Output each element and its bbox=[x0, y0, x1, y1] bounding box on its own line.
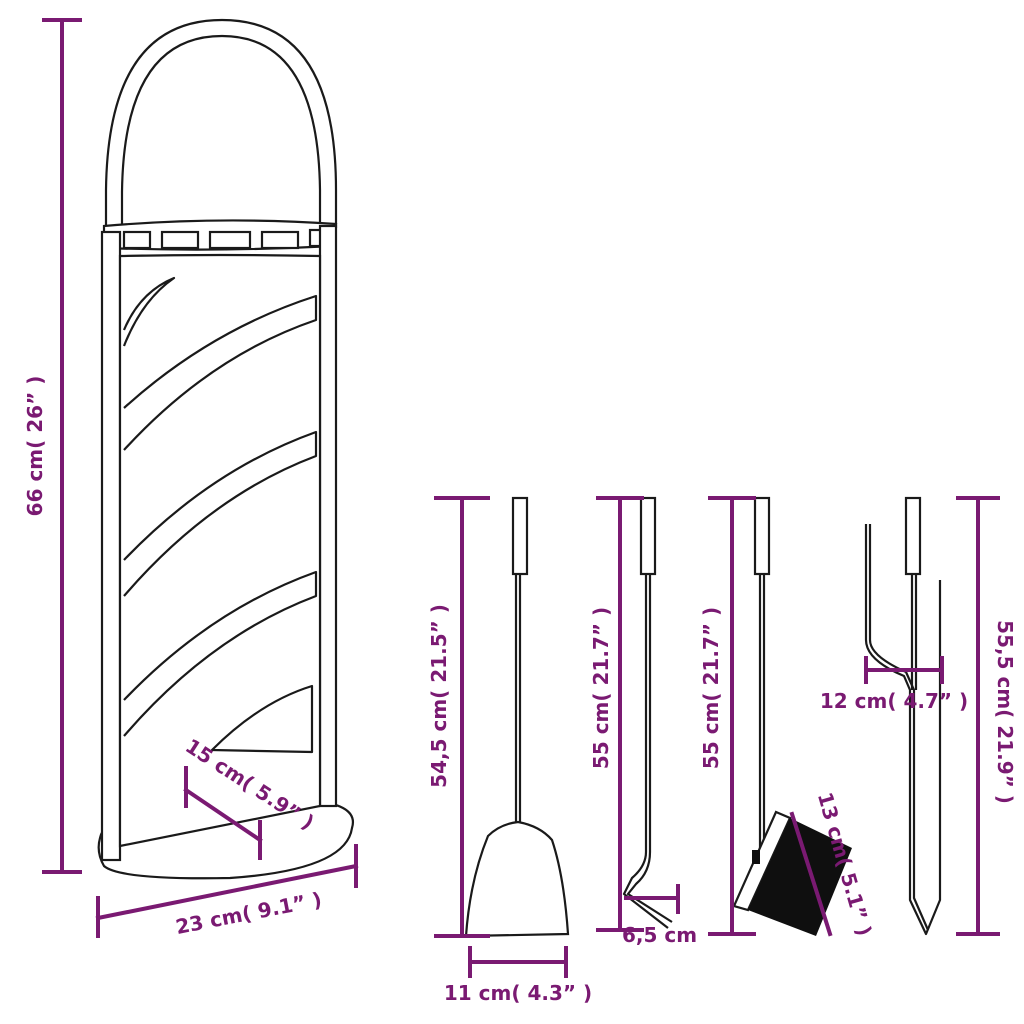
stand-width-label: 23 cm( 9.1” ) bbox=[174, 887, 324, 939]
tongs-width-label: 12 cm( 4.7” ) bbox=[820, 689, 968, 713]
shovel bbox=[464, 496, 570, 938]
shovel-width-label: 11 cm( 4.3” ) bbox=[444, 981, 592, 1005]
holder-slot-1 bbox=[122, 230, 152, 250]
brush-ferrule bbox=[752, 850, 760, 864]
shovel-blade bbox=[464, 820, 570, 938]
holder-slot-3 bbox=[208, 230, 252, 250]
stand-handle-arch-inner bbox=[120, 34, 322, 232]
poker-length-label: 55 cm( 21.7” ) bbox=[589, 607, 613, 769]
holder-slot-4 bbox=[260, 230, 300, 250]
tongs-grip bbox=[904, 496, 922, 576]
poker-hook-label: 6,5 cm bbox=[622, 923, 697, 947]
panel-swirl-pattern bbox=[122, 276, 318, 754]
holder-slot-2 bbox=[160, 230, 200, 250]
fireplace-tool-stand bbox=[97, 18, 355, 880]
brush-bristles bbox=[748, 818, 852, 936]
shovel-grip bbox=[511, 496, 529, 576]
shovel-length-label: 54,5 cm( 21.5” ) bbox=[427, 604, 451, 788]
stand-panel bbox=[118, 253, 322, 848]
brush-grip bbox=[753, 496, 771, 576]
stand-post-right bbox=[318, 224, 338, 808]
brush bbox=[732, 496, 852, 936]
dimension-lines bbox=[42, 18, 1000, 978]
brush-length-label: 55 cm( 21.7” ) bbox=[699, 607, 723, 769]
poker-grip bbox=[639, 496, 657, 576]
stand-handle-arch bbox=[104, 18, 338, 232]
poker bbox=[622, 496, 673, 929]
stand-height-label: 66 cm( 26” ) bbox=[23, 376, 47, 517]
tongs bbox=[864, 496, 942, 936]
stand-post-left bbox=[100, 230, 122, 862]
tongs-length-label: 55,5 cm( 21.9” ) bbox=[993, 620, 1017, 804]
